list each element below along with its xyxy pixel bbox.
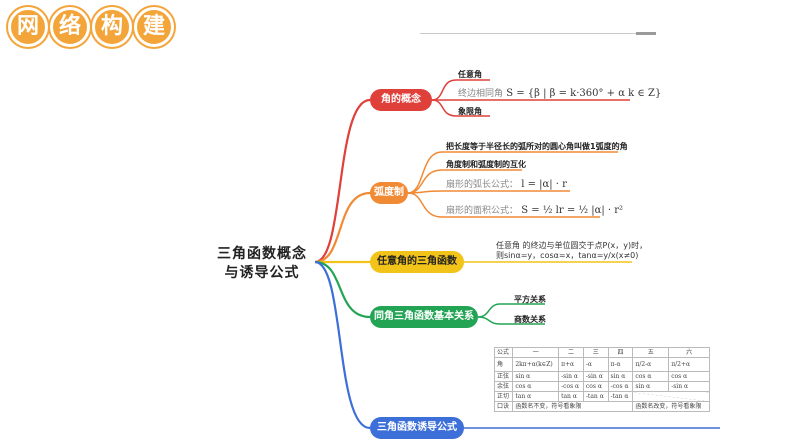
table-cell: 正弦 (493, 371, 514, 382)
table-cell: sin α (632, 381, 670, 392)
table-cell: 四 (607, 347, 634, 358)
table-cell: -tan α (607, 391, 634, 402)
table-cell: 角 (493, 357, 514, 372)
node-trig-any-angle: 任意角的三角函数 (370, 251, 464, 273)
table-row: 口诀 函数名不变，符号看象限 函数名改变，符号看象限 (493, 401, 710, 412)
coterminal-formula: S = {β | β = k·360° + α k ∈ Z} (506, 88, 662, 99)
trig-def-line2: 则sinα=y，cosα=x，tanα=y/x(x≠0) (496, 251, 639, 260)
table-cell: π/2+α (668, 357, 710, 372)
table-cell: 2kπ+α(k∈Z) (512, 357, 560, 372)
table-cell: -cos α (558, 381, 584, 392)
central-topic: 三角函数概念 与诱导公式 (212, 245, 312, 283)
induction-table: 公式 一 二 三 四 五 六 角 2kπ+α(k∈Z) π+α -α π-α π… (493, 347, 710, 412)
arc-length-label: 扇形的弧长公式： (446, 180, 519, 190)
leaf-coterminal: 终边相同角 S = {β | β = k·360° + α k ∈ Z} (458, 86, 661, 99)
node-same-angle-relations: 同角三角函数基本关系 (370, 306, 478, 328)
table-row: 余弦 cos α -cos α cos α -cos α sin α -sin … (493, 381, 710, 392)
decor-divider (420, 33, 656, 34)
table-cell: -tan α (582, 391, 609, 402)
connector-radian (314, 191, 371, 264)
table-cell: 正切 (493, 391, 514, 402)
table-cell: sin α (607, 371, 634, 382)
table-cell: -sin α (558, 371, 584, 382)
sector-area-formula: S = ½ lr = ½ |α| · r² (521, 205, 624, 216)
section-title: 网 络 构 建 (6, 4, 174, 48)
table-cell: π-α (607, 357, 634, 372)
leaf-sector-area: 扇形的面积公式： S = ½ lr = ½ |α| · r² (446, 203, 623, 216)
table-cell: 一 (512, 347, 560, 358)
coterminal-label: 终边相同角 (458, 89, 504, 99)
table-cell: -sin α (668, 381, 710, 392)
decor-divider-mark (636, 32, 656, 35)
table-cell: 五 (632, 347, 670, 358)
node-angle-concept: 角的概念 (370, 89, 432, 111)
title-char: 络 (50, 7, 90, 47)
table-cell: sin α (512, 371, 560, 382)
table-cell: 二 (558, 347, 584, 358)
leaf-square-relation: 平方关系 (514, 295, 546, 304)
table-cell: -α (582, 357, 609, 372)
leaf-quotient-relation: 商数关系 (514, 315, 546, 324)
node-induction-formulas: 三角函数诱导公式 (370, 417, 464, 439)
leaf-quadrant-angle: 象限角 (458, 107, 482, 116)
table-header-row: 公式 一 二 三 四 五 六 (493, 347, 710, 358)
title-char: 构 (92, 7, 132, 47)
table-cell: tan α (558, 391, 584, 402)
table-cell: 六 (668, 347, 710, 358)
connector-same (314, 260, 371, 319)
table-cell: -cos α (607, 381, 634, 392)
leaf-arc-length: 扇形的弧长公式： l = |α| · r (446, 177, 567, 190)
table-cell: 三 (582, 347, 609, 358)
node-radian: 弧度制 (370, 182, 408, 204)
leaf-radian-conversion: 角度制和弧度制的互化 (446, 160, 526, 169)
table-row: 正弦 sin α -sin α -sin α sin α cos α cos α (493, 371, 710, 382)
leaf-radian-definition: 把长度等于半径长的弧所对的圆心角叫做1弧度的角 (446, 142, 628, 151)
table-cell: 函数名改变，符号看象限 (632, 401, 710, 412)
central-topic-line: 与诱导公式 (224, 265, 300, 281)
table-row: 角 2kπ+α(k∈Z) π+α -α π-α π/2-α π/2+α (493, 357, 710, 372)
connector-induct (314, 260, 371, 430)
table-cell: tan α (512, 391, 560, 402)
trig-def-line1: 任意角 的终边与单位圆交于点P(x，y)时， (496, 241, 648, 250)
table-cell: 函数名不变，符号看象限 (512, 401, 634, 412)
arc-length-formula: l = |α| · r (521, 179, 567, 190)
table-cell: 口诀 (493, 401, 514, 412)
table-cell: 余弦 (493, 381, 514, 392)
table-row: 正切 tan α tan α -tan α -tan α (493, 391, 710, 402)
table-cell: cos α (512, 381, 560, 392)
table-cell: cos α (582, 381, 609, 392)
table-cell: π/2-α (632, 357, 670, 372)
sector-area-label: 扇形的面积公式： (446, 206, 519, 216)
table-cell (632, 391, 710, 402)
table-cell: cos α (668, 371, 710, 382)
table-cell: -sin α (582, 371, 609, 382)
central-topic-line: 三角函数概念 (217, 246, 307, 262)
table-cell: π+α (558, 357, 584, 372)
table-cell: cos α (632, 371, 670, 382)
leaf-any-angle: 任意角 (458, 70, 482, 79)
connector-angle (314, 98, 371, 264)
table-cell: 公式 (493, 347, 514, 358)
title-char: 网 (8, 7, 48, 47)
title-char: 建 (134, 7, 174, 47)
